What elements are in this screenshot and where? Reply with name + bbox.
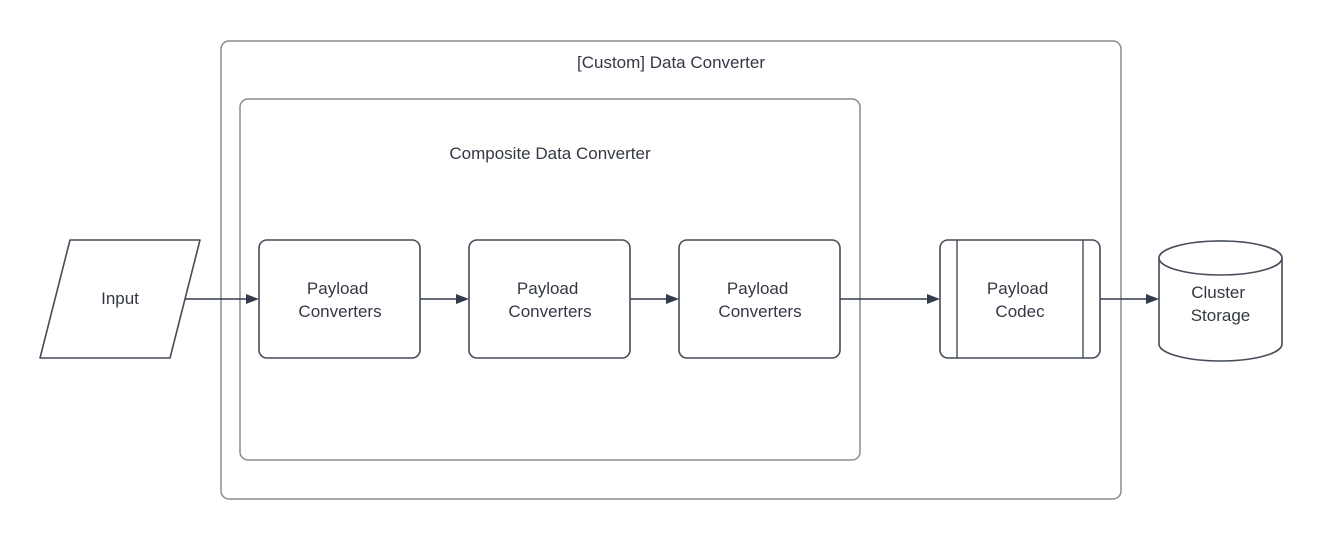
arrowhead-icon: [666, 294, 679, 304]
outer-container-title: [Custom] Data Converter: [577, 53, 765, 72]
payload-codec-label: Payload Codec: [987, 279, 1053, 321]
input-label: Input: [101, 289, 139, 308]
arrowhead-icon: [246, 294, 259, 304]
input-parallelogram: [39, 239, 201, 359]
cluster-storage-cylinder: [1158, 240, 1283, 362]
payload-converters-box-3: [678, 239, 841, 359]
arrow-payload-converters-1-to-2: [420, 294, 469, 304]
arrow-payload-codec-to-cluster-storage: [1100, 294, 1159, 304]
inner-container-composite-data-converter: [239, 98, 861, 461]
arrowhead-icon: [927, 294, 940, 304]
payload-converters-box-1: [258, 239, 421, 359]
arrowhead-icon: [1146, 294, 1159, 304]
cluster-storage-label: Cluster Storage: [1191, 283, 1251, 325]
outer-container-custom-data-converter: [220, 40, 1122, 500]
payload-converters-label-2: Payload Converters: [508, 279, 591, 321]
payload-converters-label-1: Payload Converters: [298, 279, 381, 321]
arrow-input-to-payload-converters-1: [185, 294, 259, 304]
inner-container-title: Composite Data Converter: [449, 144, 651, 163]
arrowhead-icon: [456, 294, 469, 304]
payload-codec-shape: [939, 239, 1101, 359]
arrow-payload-converters-2-to-3: [630, 294, 679, 304]
payload-converters-label-3: Payload Converters: [718, 279, 801, 321]
arrow-payload-converters-3-to-payload-codec: [840, 294, 940, 304]
payload-converters-box-2: [468, 239, 631, 359]
